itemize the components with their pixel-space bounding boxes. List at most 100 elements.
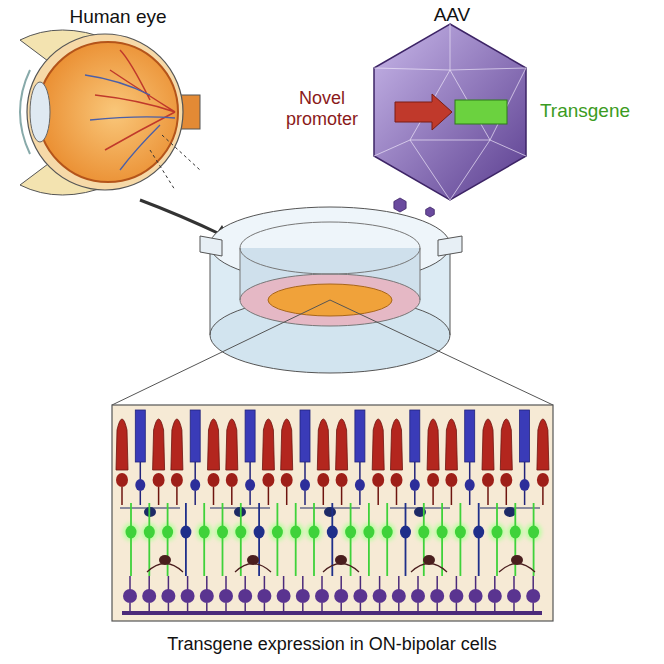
rod — [245, 410, 255, 462]
ganglion-cell — [238, 589, 252, 603]
ganglion-dendrite — [475, 576, 477, 590]
ganglion-cell — [488, 589, 502, 603]
ganglion-dendrite — [148, 576, 150, 590]
bipolar-glow — [526, 523, 542, 541]
bipolar-glow — [160, 523, 176, 541]
bipolar-glow — [233, 523, 249, 541]
bipolar-glow — [306, 523, 322, 541]
bipolar-cell — [455, 526, 466, 539]
bipolar-process — [313, 503, 315, 576]
bipolar-cell — [217, 526, 228, 539]
cone-stem — [176, 487, 178, 505]
bipolar-cell — [162, 526, 173, 539]
bipolar-cell — [254, 526, 265, 539]
rod-stem — [304, 491, 306, 505]
bipolar-process — [478, 503, 480, 576]
figure-label: Novel promoter — [274, 88, 370, 129]
rod — [410, 410, 420, 462]
ganglion-dendrite — [264, 576, 266, 590]
bipolar-process — [185, 503, 187, 576]
rod — [190, 410, 200, 462]
virus-particle — [394, 198, 406, 212]
ganglion-dendrite — [244, 576, 246, 590]
ganglion-dendrite — [379, 576, 381, 590]
bipolar-cell — [473, 526, 484, 539]
ganglion-cell — [219, 589, 233, 603]
cone — [372, 419, 384, 470]
ganglion-cell — [373, 589, 387, 603]
rod-stem — [194, 462, 196, 480]
amacrine-process — [411, 564, 447, 573]
ganglion-cell — [181, 589, 195, 603]
ganglion-dendrite — [494, 576, 496, 590]
bipolar-process — [496, 503, 498, 576]
cone — [171, 419, 183, 470]
rod-stem — [194, 491, 196, 505]
ganglion-axon — [456, 603, 458, 612]
bipolar-glow — [416, 523, 432, 541]
ganglion-cell — [392, 589, 406, 603]
bipolar-process — [130, 503, 132, 576]
rod — [355, 410, 365, 462]
cone — [116, 419, 128, 470]
cone — [482, 419, 494, 470]
ganglion-dendrite — [283, 576, 285, 590]
ganglion-cell — [142, 589, 156, 603]
bipolar-process — [295, 503, 297, 576]
figure-label: Transgene — [535, 100, 635, 122]
ganglion-axon — [187, 603, 189, 612]
ganglion-axon — [417, 603, 419, 612]
cone-stem — [121, 487, 123, 505]
bipolar-process — [459, 503, 461, 576]
ganglion-dendrite — [168, 576, 170, 590]
cone-stem — [451, 487, 453, 505]
bipolar-cell — [363, 526, 374, 539]
rod — [135, 410, 145, 462]
bipolar-process — [441, 503, 443, 576]
bipolar-process — [405, 503, 407, 576]
figure-caption: Transgene expression in ON-bipolar cells — [72, 634, 592, 655]
ganglion-axon — [264, 603, 266, 612]
cone-nucleus — [391, 473, 403, 487]
bipolar-glow — [379, 523, 395, 541]
bipolar-process — [533, 503, 535, 576]
ganglion-cell — [334, 589, 348, 603]
bipolar-cell — [510, 526, 521, 539]
cone-nucleus — [153, 473, 165, 487]
rod-stem — [304, 462, 306, 480]
cone-stem — [396, 487, 398, 505]
rod — [300, 410, 310, 462]
ganglion-cell — [353, 589, 367, 603]
rod-nucleus — [355, 479, 365, 491]
ganglion-cell — [200, 589, 214, 603]
cone — [317, 419, 329, 470]
bipolar-cell — [400, 526, 411, 539]
cone-nucleus — [372, 473, 384, 487]
cone-nucleus — [482, 473, 494, 487]
ganglion-axon — [244, 603, 246, 612]
cone-nucleus — [427, 473, 439, 487]
bipolar-glow — [343, 523, 359, 541]
bipolar-glow — [141, 523, 157, 541]
rod-nucleus — [135, 479, 145, 491]
bipolar-cell — [382, 526, 393, 539]
bipolar-process — [368, 503, 370, 576]
cone-stem — [487, 487, 489, 505]
rod-stem — [359, 491, 361, 505]
eye-illustration — [20, 30, 230, 240]
rod-stem — [524, 462, 526, 480]
ganglion-axon — [321, 603, 323, 612]
bipolar-process — [423, 503, 425, 576]
rod-stem — [249, 462, 251, 480]
ganglion-cell — [123, 589, 137, 603]
cone-stem — [506, 487, 508, 505]
bipolar-cell — [418, 526, 429, 539]
ganglion-dendrite — [225, 576, 227, 590]
ganglion-cell — [315, 589, 329, 603]
cone — [537, 419, 549, 470]
bipolar-glow — [434, 523, 450, 541]
aav-capsid — [374, 24, 526, 200]
bipolar-process — [222, 503, 224, 576]
cone — [208, 419, 220, 470]
